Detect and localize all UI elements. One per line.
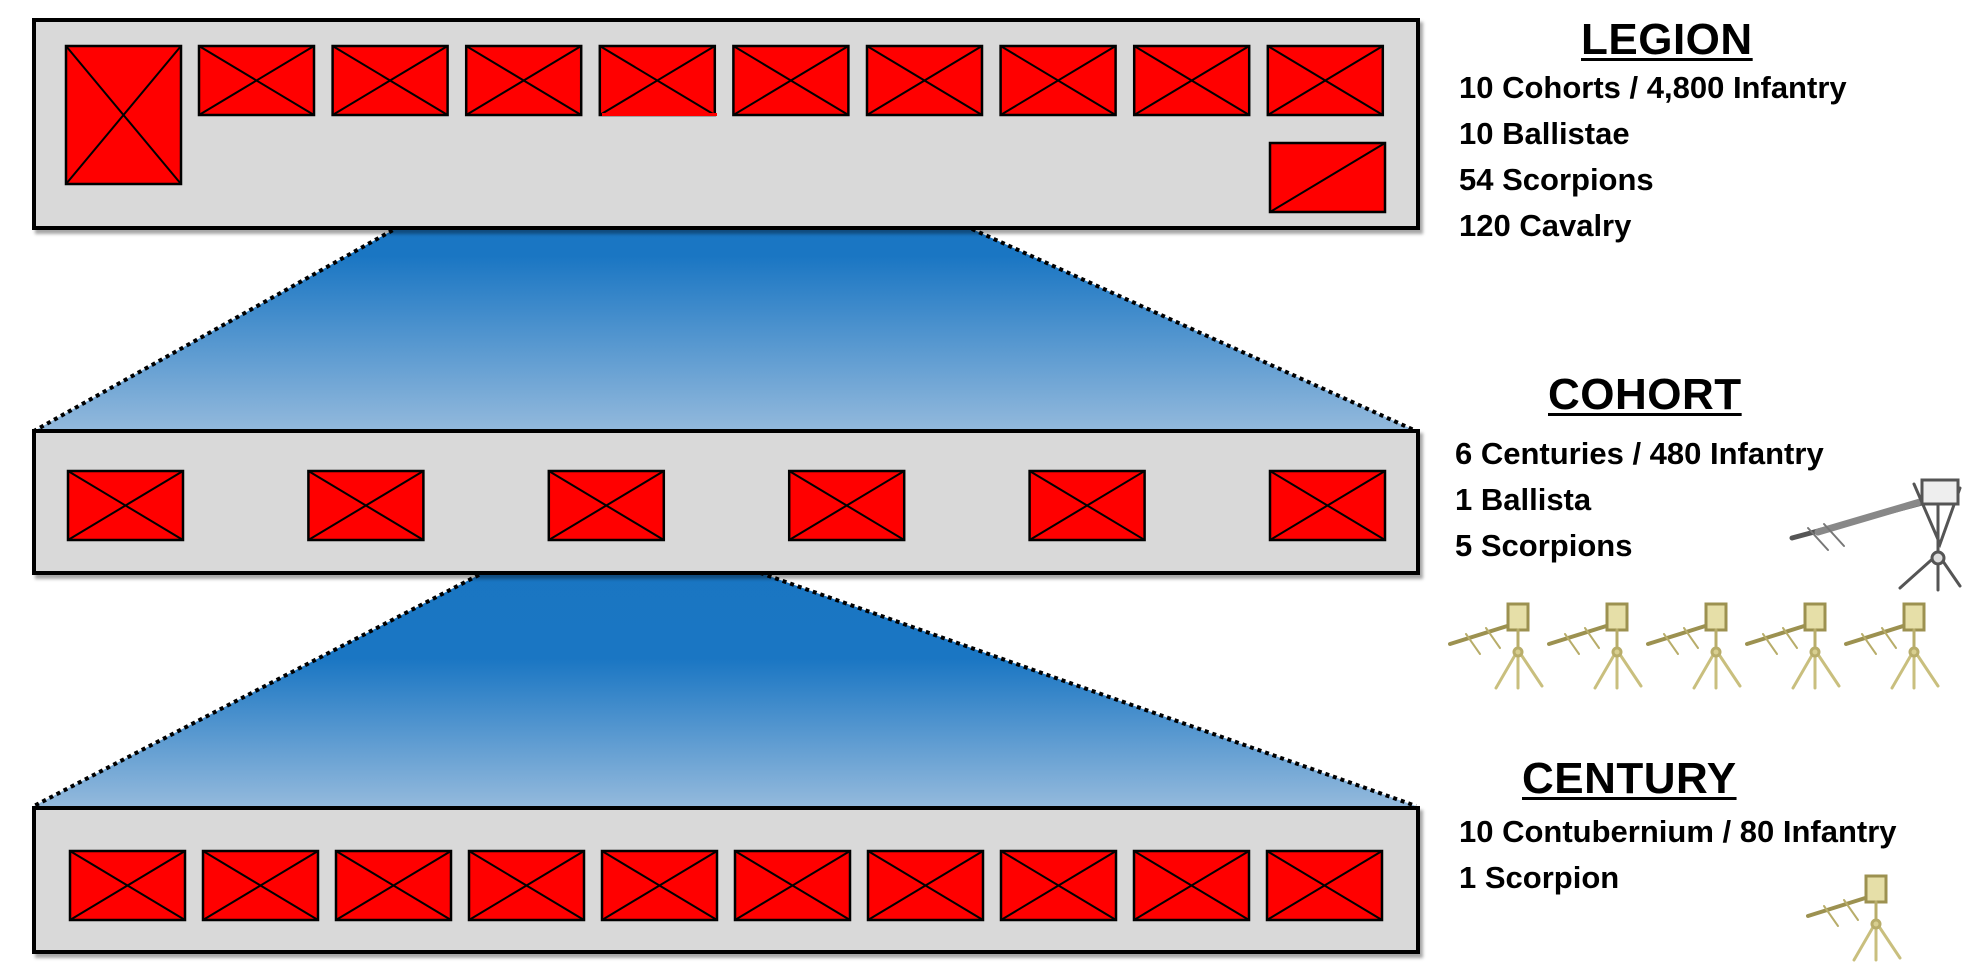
cohort-to-century-funnel bbox=[33, 536, 1417, 808]
cohort-stat-ballista: 1 Ballista bbox=[1455, 482, 1592, 517]
century-contubernium-symbol bbox=[68, 849, 187, 922]
legion-stat-infantry: 10 Cohorts / 4,800 Infantry bbox=[1459, 70, 1847, 105]
century-contubernium-symbol bbox=[866, 849, 985, 922]
scorpion-icon bbox=[1448, 602, 1544, 690]
cohort-century-symbol bbox=[1268, 469, 1387, 542]
century-contubernium-symbol bbox=[733, 849, 852, 922]
legion-cohort-symbol bbox=[1132, 44, 1251, 117]
cohort-panel bbox=[32, 429, 1420, 575]
legion-stat-scorpions: 54 Scorpions bbox=[1459, 162, 1654, 197]
century-stat-infantry: 10 Contubernium / 80 Infantry bbox=[1459, 814, 1897, 849]
century-contubernium-symbol bbox=[201, 849, 320, 922]
legion-cohort-symbol bbox=[64, 44, 183, 186]
legion-cohort-symbol bbox=[331, 44, 449, 117]
zoom-highlight bbox=[602, 113, 717, 116]
legion-cohort-symbol bbox=[732, 44, 850, 117]
cohort-heading: COHORT bbox=[1548, 370, 1742, 419]
cohort-century-symbol bbox=[307, 469, 425, 542]
century-contubernium-symbol bbox=[334, 849, 453, 922]
legion-cohort-symbol bbox=[598, 44, 717, 117]
legion-stat-ballistae: 10 Ballistae bbox=[1459, 116, 1630, 151]
cohort-stat-scorpions: 5 Scorpions bbox=[1455, 528, 1633, 563]
scorpion-icon bbox=[1745, 602, 1841, 690]
scorpion-icon bbox=[1844, 602, 1940, 690]
scorpion-icon bbox=[1547, 602, 1643, 690]
cohort-century-symbol bbox=[547, 469, 666, 542]
cohort-century-symbol bbox=[1028, 469, 1146, 542]
legion-cohort-symbol bbox=[1266, 44, 1385, 117]
ballista-icon bbox=[1789, 478, 1962, 592]
century-contubernium-symbol bbox=[467, 849, 586, 922]
century-contubernium-symbol bbox=[600, 849, 719, 922]
cohort-scorpion-icons bbox=[1446, 598, 1962, 694]
century-contubernium-symbol bbox=[1132, 849, 1251, 922]
scorpion-icon bbox=[1646, 602, 1742, 690]
cohort-stat-infantry: 6 Centuries / 480 Infantry bbox=[1455, 436, 1824, 471]
legion-heading: LEGION bbox=[1581, 15, 1753, 64]
century-contubernium-symbol bbox=[999, 849, 1118, 922]
century-stat-scorpion: 1 Scorpion bbox=[1459, 860, 1620, 895]
legion-to-cohort-funnel bbox=[33, 111, 1417, 433]
legion-stat-cavalry: 120 Cavalry bbox=[1459, 208, 1632, 243]
legion-cohort-symbol bbox=[999, 44, 1117, 117]
century-contubernium-symbol bbox=[1265, 849, 1384, 922]
cohort-century-symbol bbox=[787, 469, 906, 542]
century-scorpion-icons bbox=[1804, 870, 1914, 964]
legion-cohort-symbol bbox=[865, 44, 984, 117]
legion-cohort-symbol bbox=[197, 44, 316, 117]
legion-cavalry-symbol bbox=[1268, 141, 1387, 214]
cohort-century-symbol bbox=[66, 469, 185, 542]
century-heading: CENTURY bbox=[1522, 754, 1737, 803]
scorpion-icon bbox=[1806, 874, 1902, 962]
legion-cohort-symbol bbox=[464, 44, 583, 117]
